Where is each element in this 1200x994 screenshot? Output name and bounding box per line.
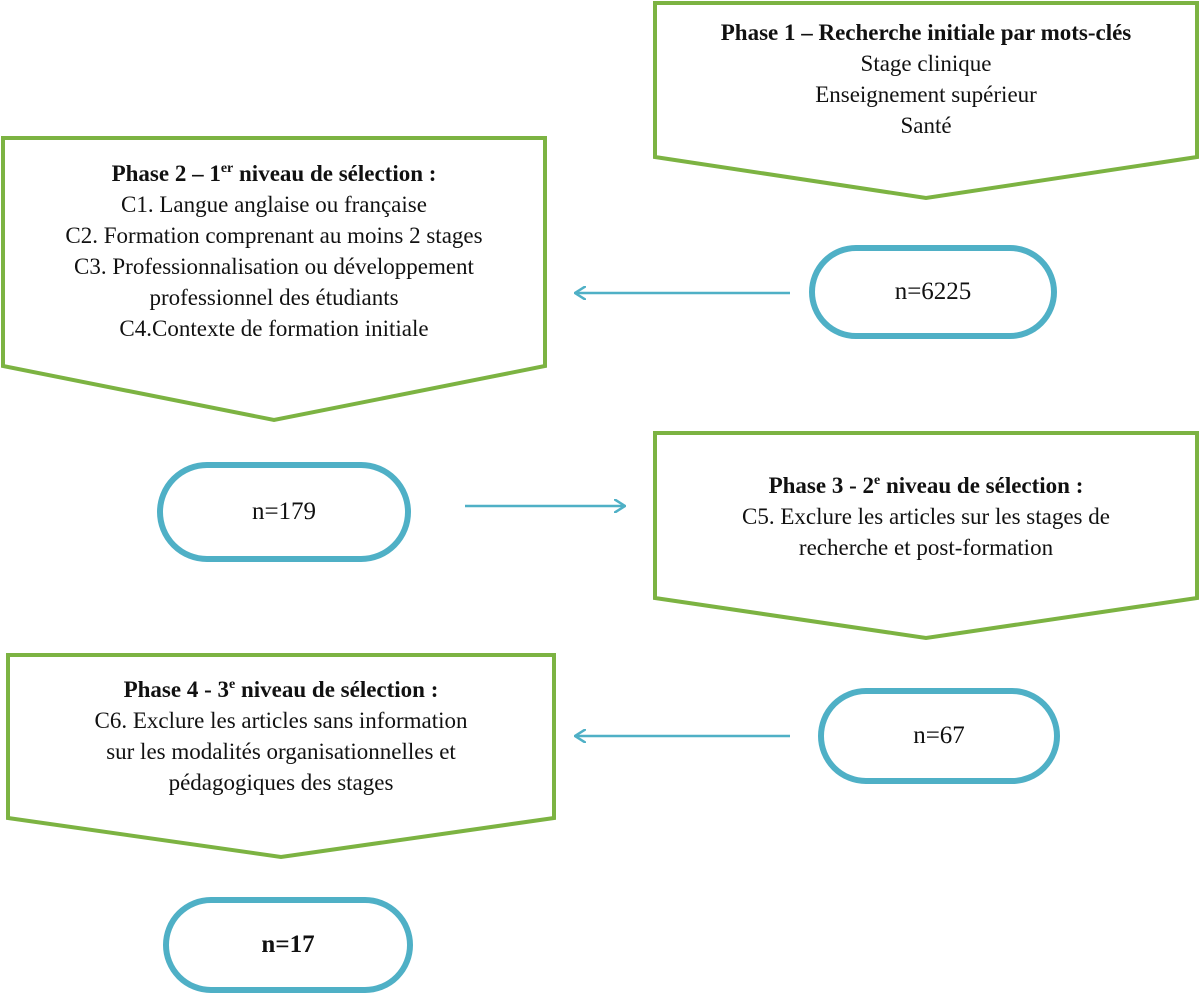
phase-2-title-prefix: Phase 2 – 1	[111, 161, 221, 186]
phase-3-text: Phase 3 - 2e niveau de sélection : C5. E…	[655, 470, 1197, 563]
count-box-1	[809, 245, 1057, 339]
count-67: n=67	[913, 722, 965, 749]
count-box-2	[157, 462, 411, 562]
phase-2-title: Phase 2 – 1er niveau de sélection :	[3, 158, 545, 189]
phase-3-title: Phase 3 - 2e niveau de sélection :	[655, 470, 1197, 501]
count-179: n=179	[251, 498, 317, 525]
phase-3-title-sup: e	[874, 473, 881, 488]
phase-1-line: Santé	[900, 113, 952, 138]
phase-1-title: Phase 1 – Recherche initiale par mots-cl…	[720, 20, 1132, 45]
criterion-c3-continued: professionnel des étudiants	[149, 285, 399, 310]
phase-3-box	[653, 431, 1199, 641]
criterion-c3: C3. Professionnalisation ou développemen…	[74, 254, 474, 279]
criterion-c6: C6. Exclure les articles sans informatio…	[94, 708, 468, 733]
count-box-3	[818, 688, 1060, 784]
phase-1-line: Enseignement supérieur	[815, 82, 1037, 107]
count-6225: n=6225	[894, 278, 972, 305]
phase-1-text: Phase 1 – Recherche initiale par mots-cl…	[655, 17, 1197, 141]
phase-4-title-prefix: Phase 4 - 3	[123, 677, 230, 702]
phase-1-line: Stage clinique	[860, 51, 992, 76]
criterion-c6-continued: pédagogiques des stages	[168, 770, 394, 795]
criterion-c4: C4.Contexte de formation initiale	[119, 316, 429, 341]
phase-4-title: Phase 4 - 3e niveau de sélection :	[8, 674, 554, 705]
phase-2-text: Phase 2 – 1er niveau de sélection : C1. …	[3, 158, 545, 344]
phase-4-title-suffix: niveau de sélection :	[235, 677, 439, 702]
phase-4-text: Phase 4 - 3e niveau de sélection : C6. E…	[8, 674, 554, 798]
phase-3-title-suffix: niveau de sélection :	[880, 473, 1084, 498]
phase-2-box	[1, 136, 547, 423]
phase-4-title-sup: e	[229, 677, 236, 692]
criterion-c1: C1. Langue anglaise ou française	[121, 192, 427, 217]
criterion-c2: C2. Formation comprenant au moins 2 stag…	[65, 223, 483, 248]
phase-4-box	[6, 653, 556, 860]
phase-2-title-suffix: niveau de sélection :	[233, 161, 437, 186]
phase-1-box	[653, 1, 1199, 201]
criterion-c5: C5. Exclure les articles sur les stages …	[742, 504, 1110, 529]
count-box-4	[163, 897, 413, 993]
count-17: n=17	[261, 931, 315, 958]
criterion-c5-continued: recherche et post-formation	[798, 535, 1054, 560]
criterion-c6-continued: sur les modalités organisationnelles et	[106, 739, 456, 764]
phase-2-title-sup: er	[220, 161, 234, 176]
phase-3-title-prefix: Phase 3 - 2	[768, 473, 875, 498]
